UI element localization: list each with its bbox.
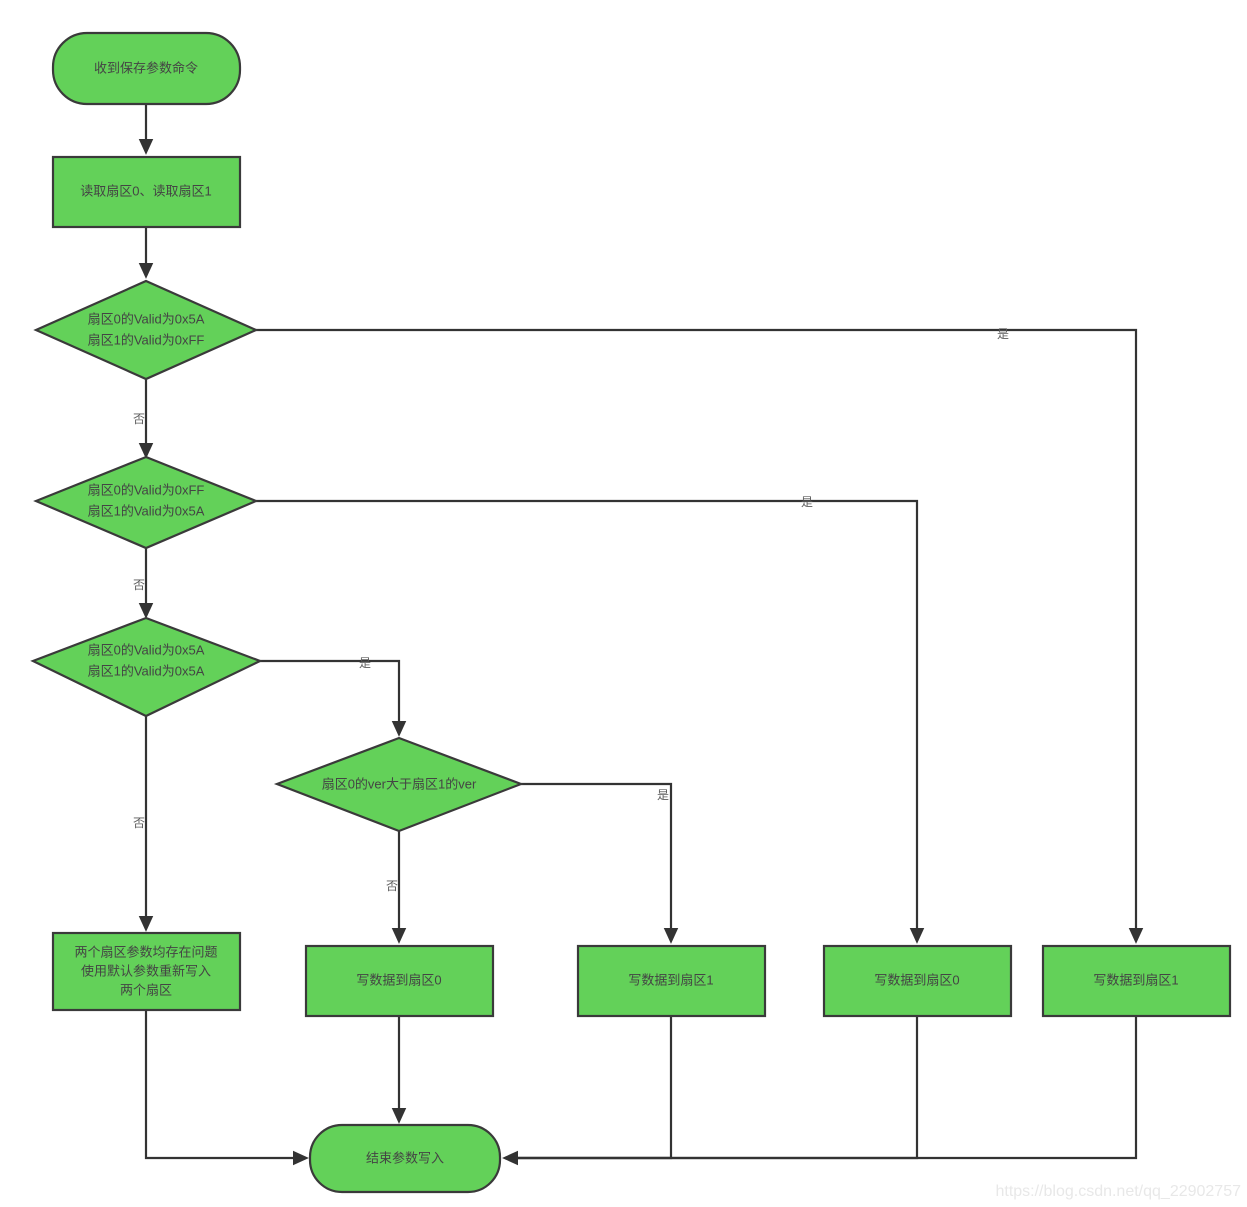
edges [138, 104, 1144, 1166]
end-label: 结束参数写入 [366, 1150, 444, 1165]
edge-label-decision2-no: 否 [133, 578, 145, 592]
edge-label-decision3-no: 否 [133, 816, 145, 830]
edge-writes1b-to-end [505, 1016, 1138, 1160]
decision4-shape [273, 736, 525, 833]
watermark-text: https://blog.csdn.net/qq_22902757 [995, 1183, 1241, 1200]
start-label: 收到保存参数命令 [94, 60, 198, 75]
write-s1-a-label: 写数据到扇区1 [628, 972, 713, 987]
edge-label-decision3-yes: 是 [359, 656, 371, 670]
edge-decision2-yes [256, 499, 925, 944]
decision2-label-line1: 扇区0的Valid为0xFF [88, 482, 205, 497]
decision2-shape [33, 455, 259, 550]
node-read-sectors[interactable]: 读取扇区0、读取扇区1 [51, 155, 242, 229]
decision3-label-line1: 扇区0的Valid为0x5A [88, 642, 205, 657]
start-shape [51, 31, 242, 106]
write-s1-b-shape [1041, 944, 1232, 1018]
node-decision-valid-ff-5a[interactable]: 扇区0的Valid为0xFF 扇区1的Valid为0x5A [33, 455, 259, 550]
node-decision-valid-5a-5a[interactable]: 扇区0的Valid为0x5A 扇区1的Valid为0x5A [30, 616, 263, 718]
decision1-shape [33, 279, 259, 381]
write-s0-b-label: 写数据到扇区0 [874, 972, 959, 987]
node-write-sector0-b[interactable]: 写数据到扇区0 [822, 944, 1013, 1018]
decision1-label-line1: 扇区0的Valid为0x5A [88, 311, 205, 326]
decision3-shape [30, 616, 263, 718]
edge-label-decision4-yes: 是 [657, 788, 669, 802]
default-write-label-line1: 两个扇区参数均存在问题 [74, 944, 217, 959]
node-default-params-write[interactable]: 两个扇区参数均存在问题 使用默认参数重新写入 两个扇区 [51, 931, 242, 1012]
decision1-label-line2: 扇区1的Valid为0xFF [88, 332, 205, 347]
edge-defaultwrite-to-end [144, 1010, 309, 1166]
edge-label-decision2-yes: 是 [801, 495, 813, 509]
write-s1-a-shape [576, 944, 767, 1018]
read-shape [51, 155, 242, 229]
edge-decision1-yes [256, 328, 1144, 944]
default-write-label-line3: 两个扇区 [120, 982, 172, 997]
edge-decision4-yes [521, 782, 679, 944]
end-shape [308, 1123, 502, 1194]
edge-labels: 否 否 否 是 是 是 是 否 [133, 327, 1009, 893]
decision4-label-line1: 扇区0的ver大于扇区1的ver [322, 776, 477, 791]
edge-writes0b-to-end [505, 1016, 919, 1160]
edge-label-decision1-no: 否 [133, 412, 145, 426]
write-s1-b-label: 写数据到扇区1 [1093, 972, 1178, 987]
edge-label-decision4-no: 否 [386, 879, 398, 893]
node-write-sector1-a[interactable]: 写数据到扇区1 [576, 944, 767, 1018]
write-s0-a-label: 写数据到扇区0 [356, 972, 441, 987]
node-write-sector0-a[interactable]: 写数据到扇区0 [304, 944, 495, 1018]
default-write-label-line2: 使用默认参数重新写入 [81, 963, 211, 978]
write-s0-a-shape [304, 944, 495, 1018]
edge-decision3-yes [256, 659, 407, 737]
node-write-sector1-b[interactable]: 写数据到扇区1 [1041, 944, 1232, 1018]
edge-writes1a-to-end [502, 1016, 673, 1166]
node-decision-version-compare[interactable]: 扇区0的ver大于扇区1的ver [273, 736, 525, 833]
node-decision-valid-5a-ff[interactable]: 扇区0的Valid为0x5A 扇区1的Valid为0xFF [33, 279, 259, 381]
edge-label-decision1-yes: 是 [997, 327, 1009, 341]
default-write-shape [51, 931, 242, 1012]
read-label: 读取扇区0、读取扇区1 [80, 183, 211, 198]
write-s0-b-shape [822, 944, 1013, 1018]
decision2-label-line2: 扇区1的Valid为0x5A [88, 503, 205, 518]
node-start[interactable]: 收到保存参数命令 [51, 31, 242, 106]
decision3-label-line2: 扇区1的Valid为0x5A [88, 663, 205, 678]
node-end[interactable]: 结束参数写入 [308, 1123, 502, 1194]
